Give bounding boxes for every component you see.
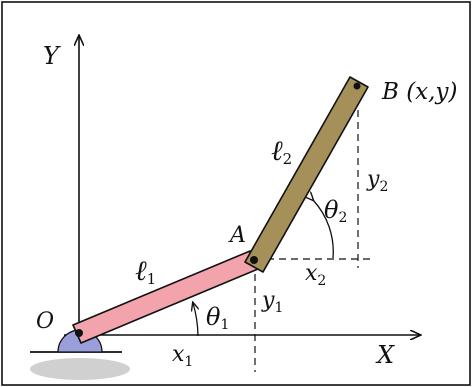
y2-subscript: 2 [379,179,388,195]
theta2-label: θ2 [324,196,347,226]
link2-label: ℓ2 [271,134,292,168]
joint-a [250,256,258,264]
theta1-label: θ1 [206,303,229,333]
x2-symbol: x [305,261,318,286]
point-b-label: B (x,y) [381,79,457,105]
theta1-arc [193,303,198,337]
x1-symbol: x [172,342,185,367]
y1-label: y1 [261,288,283,316]
y1-symbol: y [261,288,275,313]
x1-subscript: 1 [184,354,193,370]
link1-symbol: ℓ [135,254,147,287]
theta2-arc [313,200,334,259]
x1-label: x1 [172,342,193,370]
link2 [244,76,369,273]
joint-a-label: A [228,223,246,248]
theta1-subscript: 1 [220,317,229,333]
link2-symbol: ℓ [271,134,283,167]
theta2-symbol: θ [324,196,339,224]
joint-o [75,329,83,337]
theta1-symbol: θ [206,303,221,331]
ground-shadow [30,358,130,380]
x2-subscript: 2 [317,273,326,289]
theta2-subscript: 2 [338,210,347,226]
x-axis-label: X [375,341,395,369]
y-axis-label: Y [43,42,61,70]
y2-symbol: y [366,167,380,192]
joint-b [353,82,361,90]
link1-label: ℓ1 [135,254,156,288]
origin-label: O [36,309,54,334]
x2-label: x2 [305,261,326,289]
y1-subscript: 1 [274,300,283,316]
guide-lines [254,98,372,372]
link2-subscript: 2 [283,150,293,168]
link1-subscript: 1 [147,270,157,288]
y2-label: y2 [366,167,388,195]
